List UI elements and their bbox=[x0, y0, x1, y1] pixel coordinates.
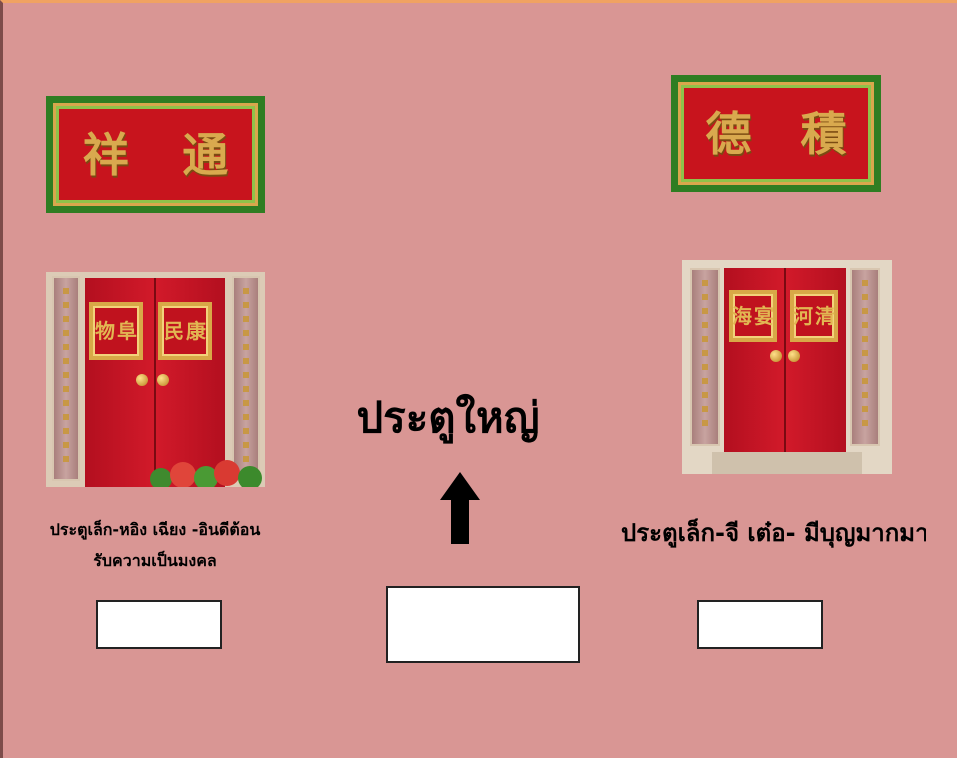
left-plaque-image: 祥 通 bbox=[46, 96, 265, 213]
left-door-caption-line2: รับความเป็นมงคล bbox=[93, 551, 217, 570]
flower bbox=[214, 460, 240, 486]
left-door-image: 物 阜 民 康 bbox=[46, 272, 265, 487]
door-step bbox=[712, 452, 862, 474]
arrow-up-icon bbox=[440, 472, 480, 544]
door-plaque-char: 阜 bbox=[117, 319, 137, 343]
right-plaque-panel: 德 積 bbox=[678, 82, 874, 185]
door-plaque-char: 海 bbox=[732, 304, 752, 328]
door-plaque-char: 河 bbox=[793, 304, 813, 328]
couplet-pattern bbox=[702, 280, 708, 434]
right-plaque-char: 積 bbox=[800, 106, 847, 161]
flower bbox=[150, 468, 172, 487]
right-door-caption: ประตูเล็ก-จี เต๋อ- มีบุญมากมาย bbox=[621, 519, 926, 547]
answer-box-left[interactable] bbox=[96, 600, 222, 649]
door-seam bbox=[784, 268, 786, 452]
left-plaque-panel: 祥 通 bbox=[53, 103, 258, 206]
door-plaque-char: 清 bbox=[815, 304, 835, 328]
left-plaque-char: 祥 bbox=[82, 127, 129, 182]
right-plaque-char: 德 bbox=[705, 106, 752, 161]
couplet-pattern bbox=[243, 288, 249, 469]
door-plaque-char: 康 bbox=[186, 319, 206, 343]
flower bbox=[194, 466, 218, 487]
answer-box-right[interactable] bbox=[697, 600, 823, 649]
right-door-image: 海 宴 河 清 bbox=[682, 260, 892, 474]
right-door-plaque-1: 海 宴 bbox=[729, 290, 777, 342]
door-knob bbox=[157, 374, 169, 386]
couplet-pattern bbox=[862, 280, 868, 434]
left-door-caption-line1: ประตูเล็ก-หอิง เฉียง -อินดีต้อน bbox=[49, 520, 261, 539]
right-door-plaque-2: 河 清 bbox=[790, 290, 838, 342]
left-door-plaque-1: 物 阜 bbox=[89, 302, 143, 360]
left-door-pillar-right bbox=[232, 276, 260, 481]
flower bbox=[170, 462, 196, 487]
door-seam bbox=[154, 278, 156, 487]
left-plaque-char: 通 bbox=[182, 127, 229, 182]
flower bbox=[238, 466, 262, 487]
arrow-up-shape bbox=[440, 472, 480, 544]
door-knob bbox=[770, 350, 782, 362]
door-plaque-char: 民 bbox=[164, 319, 184, 343]
door-plaque-char: 宴 bbox=[754, 304, 774, 328]
left-door-pillar-left bbox=[52, 276, 80, 481]
right-plaque-image: 德 積 bbox=[671, 75, 881, 192]
left-door-caption: ประตูเล็ก-หอิง เฉียง -อินดีต้อน รับความเ… bbox=[15, 514, 295, 576]
door-plaque-char: 物 bbox=[95, 319, 115, 343]
door-knob bbox=[788, 350, 800, 362]
door-knob bbox=[136, 374, 148, 386]
answer-box-center[interactable] bbox=[386, 586, 580, 663]
left-door-plaque-2: 民 康 bbox=[158, 302, 212, 360]
main-door-title: ประตูใหญ่ bbox=[356, 393, 540, 442]
right-door-pillar-left bbox=[690, 268, 720, 446]
right-door-pillar-right bbox=[850, 268, 880, 446]
couplet-pattern bbox=[63, 288, 69, 469]
